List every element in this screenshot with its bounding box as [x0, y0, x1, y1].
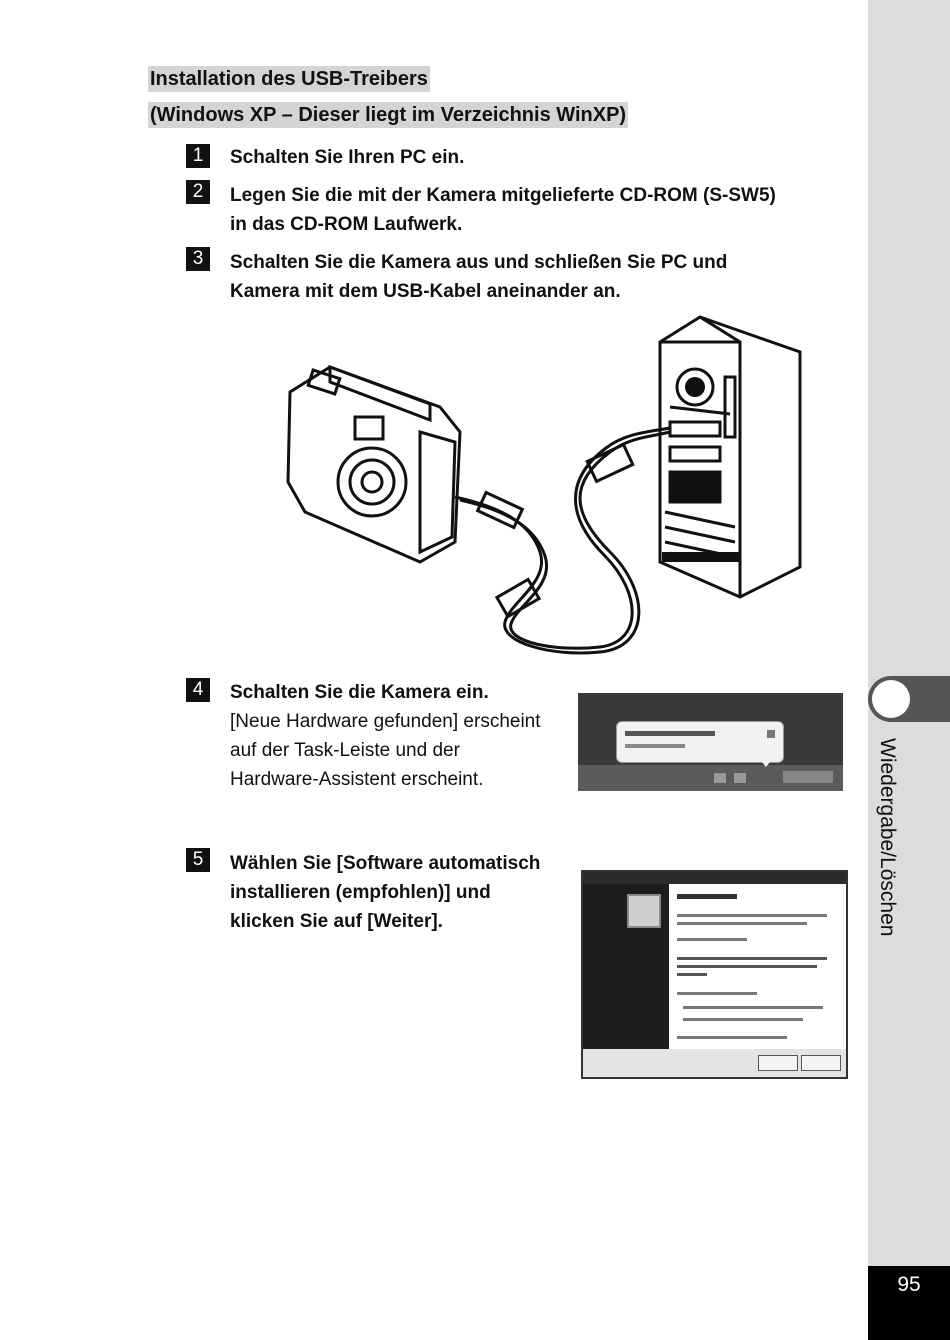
hardware-wizard-screenshot [581, 870, 848, 1079]
camera-pc-usb-illustration [286, 315, 802, 655]
step-5-text-line-3: klicken Sie auf [Weiter]. [230, 911, 443, 932]
sidebar-section-label: Wiedergabe/Löschen [876, 738, 899, 937]
step-number-2: 2 [186, 180, 210, 204]
step-4-detail-line-2: auf der Task-Leiste und der [230, 740, 460, 761]
right-sidebar [868, 0, 950, 1340]
section-tab-circle [872, 680, 910, 718]
step-number-1: 1 [186, 144, 210, 168]
step-4-text: Schalten Sie die Kamera ein. [230, 682, 489, 703]
step-5-text-line-1: Wählen Sie [Software automatisch [230, 853, 541, 874]
step-number-3: 3 [186, 247, 210, 271]
step-2-text-line-1: Legen Sie die mit der Kamera mitgeliefer… [230, 185, 776, 206]
section-heading: Installation des USB-Treibers [148, 66, 430, 92]
new-hardware-balloon-screenshot [578, 693, 843, 791]
page-number: 95 [868, 1266, 950, 1340]
section-subheading: (Windows XP – Dieser liegt im Verzeichni… [148, 102, 629, 128]
step-4-detail-line-3: Hardware-Assistent erscheint. [230, 769, 484, 790]
step-number-4: 4 [186, 678, 210, 702]
step-number-5: 5 [186, 848, 210, 872]
step-3-text-line-2: Kamera mit dem USB-Kabel aneinander an. [230, 281, 621, 302]
step-4-detail-line-1: [Neue Hardware gefunden] erscheint [230, 711, 541, 732]
step-3-text-line-1: Schalten Sie die Kamera aus und schließe… [230, 252, 728, 273]
step-1-text: Schalten Sie Ihren PC ein. [230, 147, 465, 168]
step-5-text-line-2: installieren (empfohlen)] und [230, 882, 491, 903]
step-2-text-line-2: in das CD-ROM Laufwerk. [230, 214, 463, 235]
